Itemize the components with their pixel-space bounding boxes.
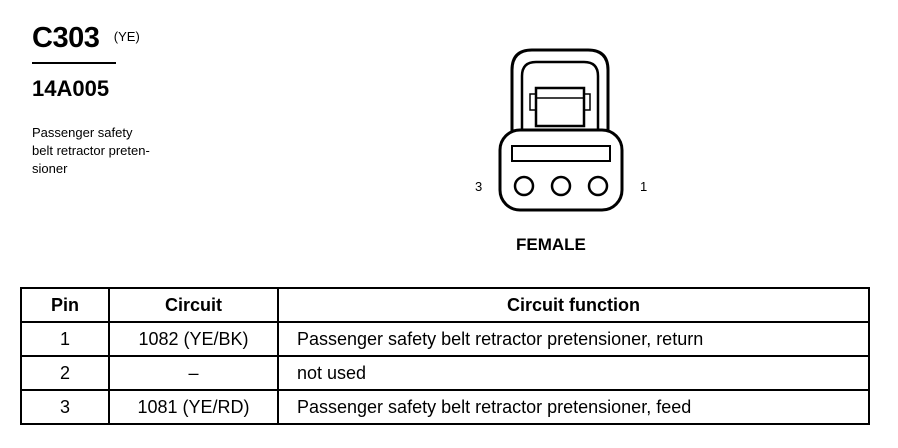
connector-slot — [511, 145, 611, 162]
row-function: Passenger safety belt retractor pretensi… — [277, 321, 870, 357]
row-pin: 2 — [20, 355, 110, 391]
pin-label-right: 1 — [640, 179, 648, 194]
pin-label-left: 3 — [475, 179, 483, 194]
pin-cavity-3 — [513, 175, 535, 197]
pin-cavity-2 — [550, 175, 572, 197]
row-function: not used — [277, 355, 870, 391]
part-number: 14A005 — [32, 76, 110, 101]
heading-underline — [32, 62, 116, 64]
header-circuit-function: Circuit function — [277, 287, 870, 323]
latch-outer — [510, 48, 610, 132]
row-pin: 3 — [20, 389, 110, 425]
row-function: Passenger safety belt retractor pretensi… — [277, 389, 870, 425]
connector-heading: C303 (YE) — [32, 22, 140, 55]
header-pin: Pin — [20, 287, 110, 323]
table-row: 3 1081 (YE/RD) Passenger safety belt ret… — [20, 389, 870, 425]
pin-cavity-1 — [587, 175, 609, 197]
table-header-row: Pin Circuit Circuit function — [20, 287, 870, 323]
latch-inner — [520, 60, 600, 132]
connector-code: C303 — [32, 22, 100, 54]
latch-tab — [534, 86, 586, 128]
pinout-table: Pin Circuit Circuit function 1 1082 (YE/… — [20, 287, 870, 425]
connector-gender-label: FEMALE — [516, 235, 586, 254]
table-row: 1 1082 (YE/BK) Passenger safety belt ret… — [20, 321, 870, 357]
header-circuit: Circuit — [108, 287, 279, 323]
connector-description: Passenger safety belt retractor preten- … — [32, 125, 150, 176]
connector-body — [498, 128, 624, 212]
table-row: 2 – not used — [20, 355, 870, 391]
row-circuit: 1082 (YE/BK) — [108, 321, 279, 357]
row-circuit: – — [108, 355, 279, 391]
row-pin: 1 — [20, 321, 110, 357]
connector-face-diagram — [498, 48, 624, 212]
row-circuit: 1081 (YE/RD) — [108, 389, 279, 425]
connector-color: (YE) — [113, 29, 140, 44]
